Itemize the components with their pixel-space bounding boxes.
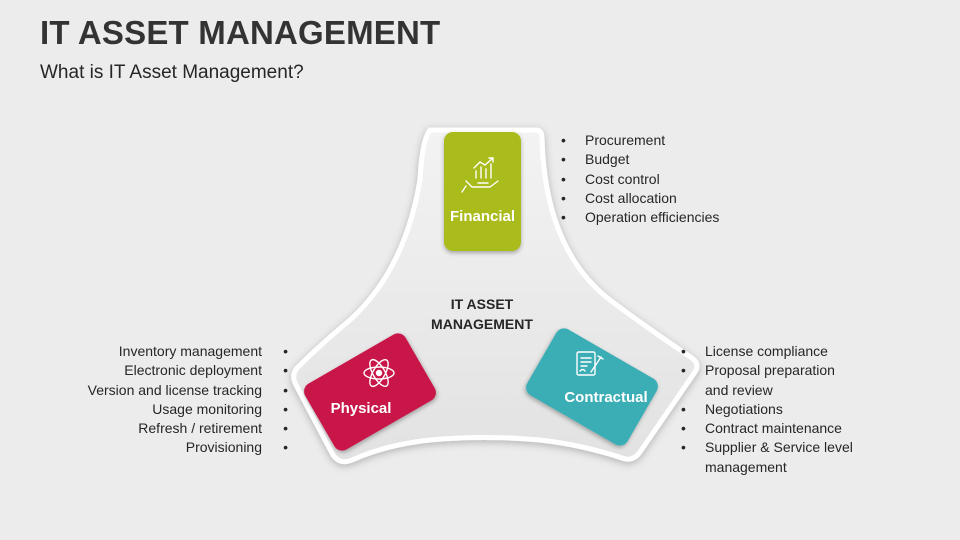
- contractual-list: License compliance Proposal preparation …: [681, 342, 941, 477]
- center-label-line2: MANAGEMENT: [431, 316, 533, 332]
- contract-pen-icon: [576, 351, 604, 376]
- page-subtitle: What is IT Asset Management?: [40, 62, 304, 83]
- list-item: Cost control: [561, 170, 821, 190]
- list-item: Supplier & Service level: [681, 438, 941, 458]
- physical-list: Inventory management Electronic deployme…: [60, 342, 288, 458]
- list-item-continuation: and review: [705, 381, 773, 398]
- list-item: Budget: [561, 150, 821, 170]
- list-item-continuation: management: [705, 458, 787, 475]
- list-item: Procurement: [561, 131, 821, 151]
- page-title: IT ASSET MANAGEMENT: [40, 14, 441, 51]
- list-item: Usage monitoring: [60, 400, 288, 420]
- financial-list: Procurement Budget Cost control Cost all…: [561, 131, 821, 228]
- list-item: License compliance: [681, 342, 941, 362]
- list-item: Cost allocation: [561, 189, 821, 209]
- financial-card: [444, 132, 521, 251]
- center-label: IT ASSET MANAGEMENT: [392, 294, 572, 334]
- contractual-card: [526, 328, 658, 446]
- list-item: Proposal preparation: [681, 361, 941, 381]
- physical-card: [304, 333, 436, 451]
- list-item: Inventory management: [60, 342, 288, 362]
- physical-label: Physical: [330, 400, 392, 417]
- atom-icon: [363, 358, 395, 388]
- list-item: Refresh / retirement: [60, 419, 288, 439]
- growth-chart-hand-icon: [461, 157, 499, 193]
- list-item: Operation efficiencies: [561, 208, 821, 228]
- list-item: Negotiations: [681, 400, 941, 420]
- financial-label: Financial: [449, 208, 516, 225]
- list-item: Version and license tracking: [60, 381, 288, 401]
- list-item: Provisioning: [60, 438, 288, 458]
- list-item: Electronic deployment: [60, 361, 288, 381]
- list-item: Contract maintenance: [681, 419, 941, 439]
- center-label-line1: IT ASSET: [450, 296, 514, 312]
- contractual-label: Contractual: [564, 389, 648, 406]
